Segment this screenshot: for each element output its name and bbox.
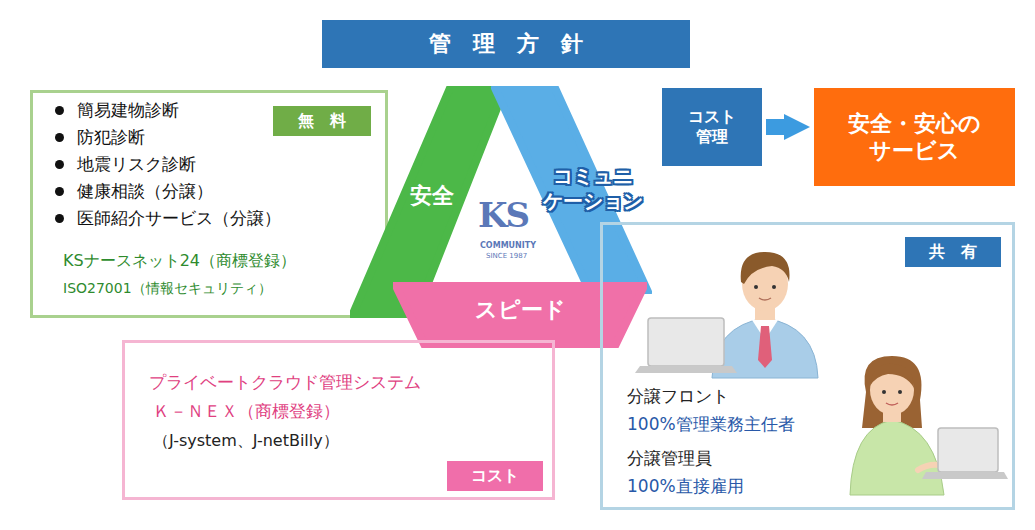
node-text: コスト: [471, 466, 519, 486]
woman-illustration: [850, 356, 1008, 495]
band-fill: [395, 284, 645, 346]
node-text: 無 料: [298, 111, 346, 131]
title-bar: 管 理 方 針: [322, 20, 690, 68]
triangle-band: スピード: [393, 282, 647, 348]
node-text: 分譲フロント: [627, 385, 729, 407]
node-text: 100%管理業務主任者: [627, 413, 795, 435]
node-text: 防犯診断: [77, 126, 145, 148]
block-arrow: [766, 119, 784, 135]
result-box: 安全・安心の サービス: [814, 88, 1015, 186]
man-illustration: [635, 252, 818, 378]
process-box: コスト 管理: [662, 88, 762, 166]
share-box: 分譲フロント 100%管理業務主任者分譲管理員 100%直接雇用 共 有: [600, 222, 1015, 510]
node-text: （J-system、J-netBilly）: [153, 431, 339, 452]
node-text: スピード: [430, 296, 610, 324]
node-text: プライベートクラウド管理システム: [149, 371, 421, 393]
bullet-dot: [55, 160, 64, 169]
badge: コスト: [447, 461, 543, 491]
node-text: 地震リスク診断: [77, 153, 196, 175]
node-text: 分譲管理員: [627, 447, 712, 469]
logo-mark: KS: [478, 198, 528, 232]
node-text: コスト 管理: [680, 107, 744, 147]
logo-text: COMMUNITY: [480, 242, 536, 250]
bullet-dot: [55, 214, 64, 223]
badge: 共 有: [905, 237, 1001, 267]
triangle-band: コミュニ ケーション: [490, 86, 652, 294]
node-text: 共 有: [929, 242, 977, 262]
bullet-dot: [55, 133, 64, 142]
node-text: ISO27001（情報セキュリティ）: [63, 279, 272, 297]
node-text: 簡易建物診断: [77, 99, 179, 121]
bullet-dot: [55, 187, 64, 196]
node-text: コミュニ ケーション: [536, 164, 650, 214]
node-text: 医師紹介サービス（分譲）: [77, 207, 281, 229]
system-box: プライベートクラウド管理システム Ｋ－ＮＥＸ（商標登録） （J-system、J-n…: [122, 340, 555, 500]
node-text: 安全: [402, 182, 462, 210]
logo-text: SINCE 1987: [486, 253, 527, 260]
node-text: 100%直接雇用: [627, 475, 744, 497]
bullet-dot: [55, 106, 64, 115]
node-text: 安全・安心の サービス: [838, 110, 992, 165]
node-text: 健康相談（分譲）: [77, 180, 213, 202]
node-text: KSナースネット24（商標登録）: [63, 251, 296, 272]
badge: 無 料: [273, 106, 371, 136]
service-box: 簡易建物診断防犯診断地震リスク診断健康相談（分譲） 医師紹介サービス（分譲） KSナ…: [30, 90, 388, 318]
node-text: Ｋ－ＮＥＸ（商標登録）: [153, 400, 340, 422]
